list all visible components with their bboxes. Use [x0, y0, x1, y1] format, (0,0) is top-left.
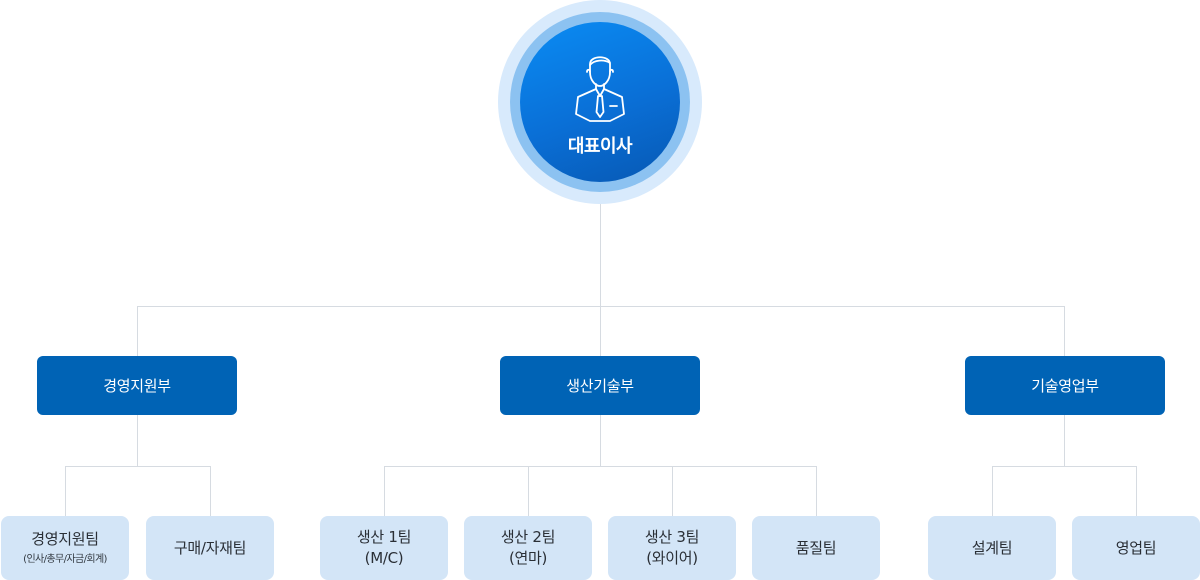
team-label: 경영지원팀: [31, 530, 99, 548]
team-sublabel: (와이어): [646, 549, 698, 567]
department-label: 경영지원부: [103, 377, 171, 395]
department-production-technology[interactable]: 생산기술부: [500, 356, 700, 415]
team-production-3[interactable]: 생산 3팀 (와이어): [608, 516, 736, 580]
team-production-2[interactable]: 생산 2팀 (연마): [464, 516, 592, 580]
team-production-1[interactable]: 생산 1팀 (M/C): [320, 516, 448, 580]
team-label: 설계팀: [971, 538, 1013, 557]
team-label: 영업팀: [1115, 538, 1157, 557]
team-design[interactable]: 설계팀: [928, 516, 1056, 580]
team-label: 생산 2팀: [500, 528, 556, 546]
ceo-node[interactable]: [520, 22, 680, 182]
businessman-icon: [575, 56, 625, 122]
department-label: 기술영업부: [1031, 377, 1099, 395]
department-technical-sales[interactable]: 기술영업부: [965, 356, 1165, 415]
team-sales[interactable]: 영업팀: [1072, 516, 1200, 580]
team-label: 구매/자재팀: [173, 538, 247, 557]
team-label: 생산 3팀: [644, 528, 700, 546]
ceo-label: 대표이사: [567, 136, 633, 157]
team-label: 품질팀: [795, 538, 837, 557]
team-sublabel: (인사/총무/자금/회계): [23, 554, 107, 565]
team-sublabel: (M/C): [364, 549, 404, 567]
team-label: 생산 1팀: [356, 528, 412, 546]
department-label: 생산기술부: [566, 377, 634, 395]
team-sublabel: (연마): [508, 549, 548, 567]
team-purchasing-materials[interactable]: 구매/자재팀: [146, 516, 274, 580]
department-management-support[interactable]: 경영지원부: [37, 356, 237, 415]
team-management-support[interactable]: 경영지원팀 (인사/총무/자금/회계): [1, 516, 129, 580]
team-quality[interactable]: 품질팀: [752, 516, 880, 580]
